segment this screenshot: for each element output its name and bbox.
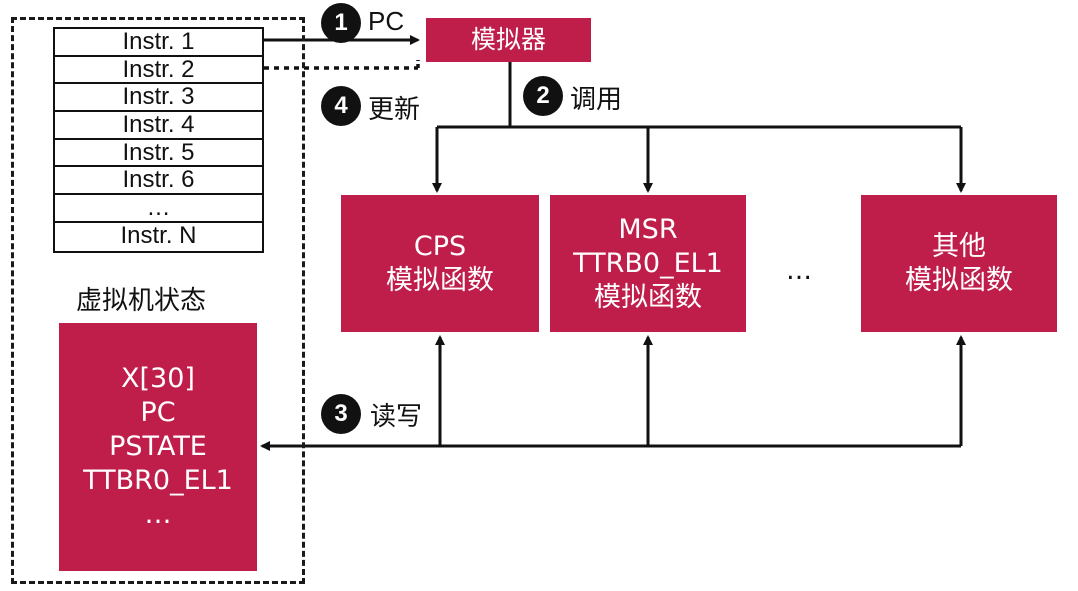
- cps-function-line: CPS: [413, 230, 467, 262]
- msr-function-line: TTRB0_EL1: [573, 247, 723, 279]
- vm-dashed-border: [11, 17, 305, 584]
- functions-ellipsis: …: [786, 256, 812, 286]
- instruction-row: Instr. 3: [55, 84, 262, 113]
- step-2-label: 调用: [570, 85, 623, 115]
- vm-state-line: …: [144, 499, 172, 530]
- other-function-line: 模拟函数: [905, 264, 1013, 296]
- step-1-badge: 1: [321, 3, 361, 43]
- step-3-label: 读写: [370, 402, 423, 432]
- instruction-row: Instr. 6: [55, 167, 262, 196]
- vm-state-line: X[30]: [121, 363, 195, 394]
- vm-state-label: 虚拟机状态: [76, 286, 207, 316]
- other-function-box: 其他模拟函数: [861, 195, 1057, 332]
- msr-function-line: MSR: [618, 213, 678, 245]
- simulator-label: 模拟器: [470, 25, 546, 54]
- instruction-row: Instr. 1: [55, 29, 262, 57]
- vm-state-line: PC: [140, 397, 176, 428]
- vm-state-line: TTBR0_EL1: [83, 465, 233, 496]
- step-4-badge: 4: [321, 86, 361, 126]
- instruction-row: Instr. N: [120, 221, 197, 249]
- other-function-line: 其他: [932, 230, 986, 262]
- instruction-row: Instr. 4: [55, 112, 262, 140]
- msr-function-line: 模拟函数: [594, 281, 702, 313]
- instruction-row: …: [55, 195, 262, 223]
- step-1-label: PC: [368, 6, 405, 36]
- step-4-label: 更新: [368, 95, 421, 125]
- step-2-badge: 2: [523, 76, 563, 116]
- cps-function-line: 模拟函数: [386, 264, 494, 296]
- instruction-row: Instr. 2: [55, 56, 262, 85]
- instruction-row: Instr. 5: [55, 139, 262, 168]
- simulator-box: 模拟器: [426, 18, 591, 62]
- step-3-badge: 3: [321, 394, 361, 434]
- vm-state-line: PSTATE: [109, 431, 207, 462]
